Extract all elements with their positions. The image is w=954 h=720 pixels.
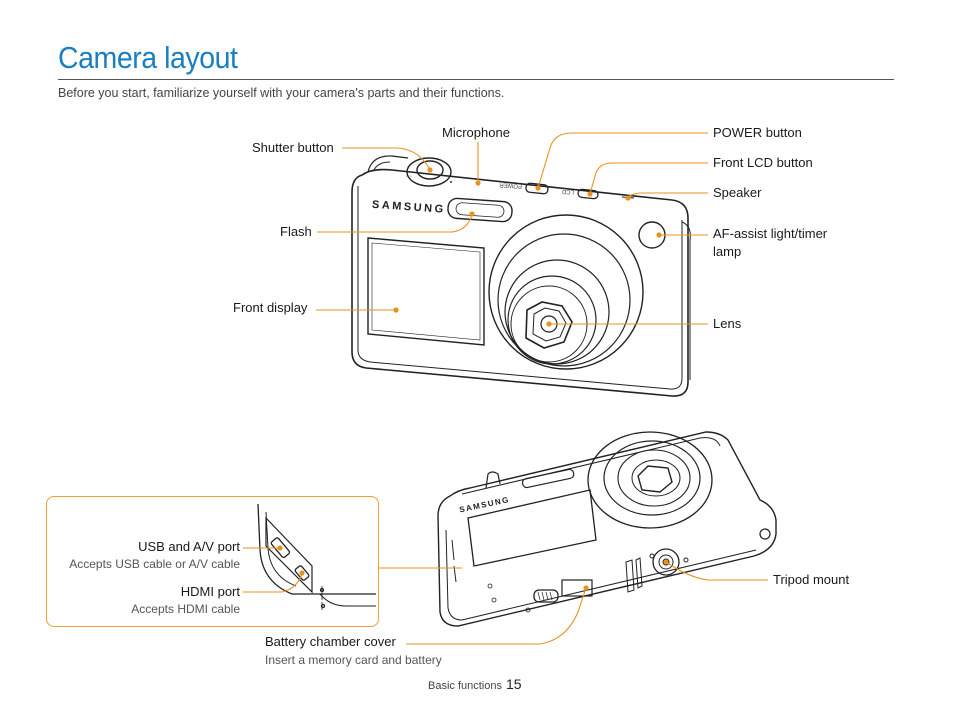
desc-usb-port: Accepts USB cable or A/V cable [69,557,240,571]
label-microphone: Microphone [442,125,510,140]
page-number: 15 [505,676,522,692]
label-power-button: POWER button [713,125,802,140]
brand-logo-bottom: SAMSUNG [458,495,510,514]
bottom-camera-drawing: SAMSUNG [437,431,777,627]
footer-section: Basic functions [428,680,502,692]
label-af-assist: AF-assist light/timer lamp [713,226,828,259]
label-hdmi-port: HDMI port [180,584,240,599]
label-lens: Lens [713,316,742,331]
desc-battery-cover: Insert a memory card and battery [265,653,442,667]
front-camera-drawing: ◦ ◦ SAMSUNG POWER LCD [351,155,691,397]
power-marking: POWER [499,181,523,189]
brand-logo-front: SAMSUNG [372,199,446,216]
title-divider [58,79,894,80]
label-front-lcd-button: Front LCD button [713,155,813,170]
label-shutter-button: Shutter button [252,140,334,155]
label-battery-cover: Battery chamber cover [265,634,396,649]
callout-lines [243,132,768,645]
label-front-display: Front display [233,300,308,315]
label-flash: Flash [280,224,312,239]
page-subtitle: Before you start, familiarize yourself w… [58,86,505,100]
label-speaker: Speaker [713,185,762,200]
label-usb-port: USB and A/V port [138,539,240,554]
label-tripod-mount: Tripod mount [773,572,850,587]
callout-dots [277,167,669,591]
page-title: Camera layout [58,40,238,75]
lcd-marking: LCD [561,188,574,195]
desc-hdmi-port: Accepts HDMI cable [131,602,240,616]
port-inset-box [46,496,379,627]
svg-text:◦ ◦: ◦ ◦ [406,174,412,180]
